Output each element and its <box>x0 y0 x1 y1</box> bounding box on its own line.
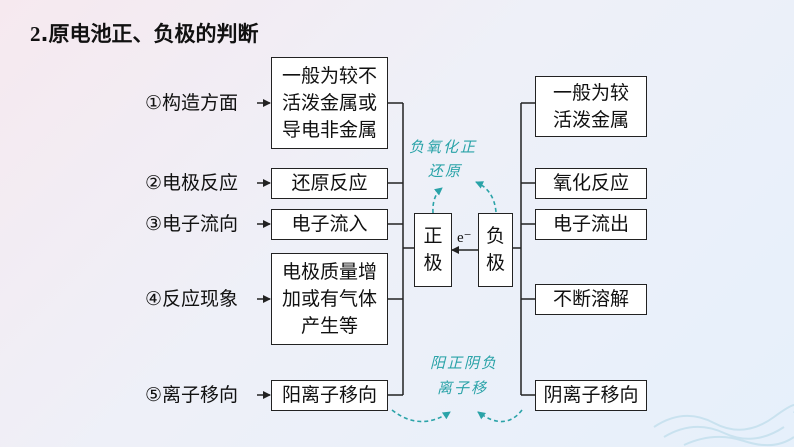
label-reaction-phenomenon: ④反应现象 <box>145 288 239 310</box>
negative-electron-box: 电子流出 <box>535 209 647 240</box>
negative-structure-box: 一般为较 活泼金属 <box>535 76 647 137</box>
positive-reaction-box: 还原反应 <box>271 168 388 199</box>
note-ion-migration-line2: 离子移 <box>437 379 489 397</box>
positive-phenomenon-box: 电极质量增 加或有气体 产生等 <box>271 253 388 345</box>
negative-dissolve-box: 不断溶解 <box>535 284 647 315</box>
note-ion-migration-line1: 阳正阴负 <box>430 354 499 372</box>
positive-electrode-box: 正 极 <box>414 213 452 287</box>
label-structure: ①构造方面 <box>145 92 239 114</box>
positive-ion-box: 阳离子移向 <box>271 380 388 411</box>
note-oxidation-reduction-line1: 负氧化正 <box>409 138 478 156</box>
positive-electron-box: 电子流入 <box>271 209 388 240</box>
negative-reaction-box: 氧化反应 <box>535 168 647 199</box>
label-electrode-reaction: ②电极反应 <box>145 172 239 194</box>
page-title: 2.原电池正、负极的判断 <box>30 22 259 46</box>
label-ion-migration: ⑤离子移向 <box>145 384 239 406</box>
electron-label: e⁻ <box>457 230 472 246</box>
label-electron-flow: ③电子流向 <box>145 213 239 235</box>
negative-electrode-box: 负 极 <box>478 213 513 287</box>
negative-ion-box: 阴离子移向 <box>535 380 647 411</box>
wave-decoration <box>653 404 794 447</box>
positive-structure-box: 一般为较不 活泼金属或 导电非金属 <box>271 57 388 149</box>
note-oxidation-reduction-line2: 还原 <box>428 162 463 180</box>
